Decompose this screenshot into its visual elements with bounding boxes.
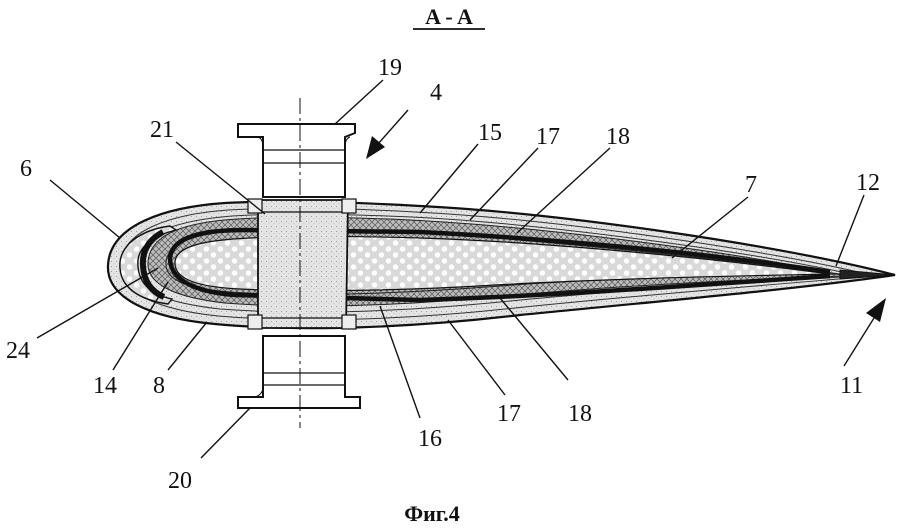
label-19: 19 xyxy=(378,55,402,81)
label-17-bottom: 17 xyxy=(497,401,521,427)
airfoil-profile xyxy=(106,200,896,330)
label-4: 4 xyxy=(430,80,442,106)
label-20: 20 xyxy=(168,468,192,494)
label-18-bottom: 18 xyxy=(568,401,592,427)
arrow-4 xyxy=(366,109,409,159)
label-21: 21 xyxy=(150,117,174,143)
label-12: 12 xyxy=(856,170,880,196)
central-insert xyxy=(247,198,357,330)
label-16: 16 xyxy=(418,426,442,452)
label-7: 7 xyxy=(745,172,757,198)
label-11: 11 xyxy=(840,373,863,399)
spar-reinforcement xyxy=(167,227,831,303)
bottom-bushing xyxy=(237,335,361,409)
leading-edge-nose xyxy=(119,225,178,305)
label-8: 8 xyxy=(153,373,165,399)
label-18-top: 18 xyxy=(606,124,630,150)
label-14: 14 xyxy=(93,373,117,399)
section-title: A - A xyxy=(425,4,473,29)
leader-lines xyxy=(36,79,865,459)
arrow-11 xyxy=(843,298,886,367)
label-17-top: 17 xyxy=(536,124,560,150)
label-6: 6 xyxy=(20,156,32,182)
label-24: 24 xyxy=(6,338,30,364)
figure-caption: Фиг.4 xyxy=(404,501,460,526)
top-bushing xyxy=(237,123,356,198)
trailing-edge-tip xyxy=(839,269,896,280)
label-15: 15 xyxy=(478,120,502,146)
